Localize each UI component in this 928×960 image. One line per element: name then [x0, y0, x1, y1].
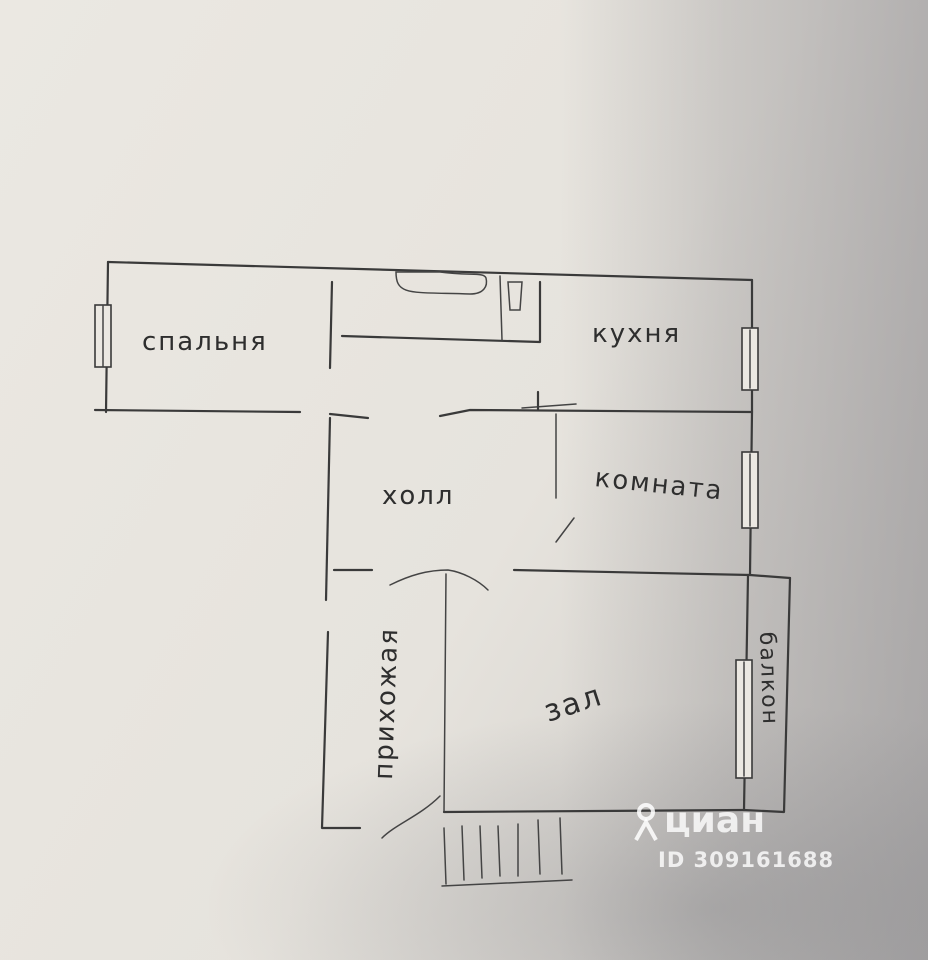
outer-wall-top — [106, 260, 754, 282]
hallway-label: прихожая — [369, 627, 404, 781]
stairs-icon — [441, 817, 573, 887]
hallway-door-arc — [389, 569, 489, 591]
hall-label: холл — [382, 481, 455, 511]
top-row-bottom-wall-left — [93, 408, 302, 414]
toilet-icon — [507, 281, 523, 311]
kitchen-label: кухня — [592, 319, 681, 349]
balcony-outline — [742, 576, 792, 814]
bathroom-wall — [340, 280, 542, 344]
hallway-right-wall — [443, 573, 447, 813]
top-row-bottom-wall-door-left — [328, 412, 370, 420]
bathtub-icon — [395, 271, 488, 295]
photo-shadow-bottom — [200, 700, 928, 960]
watermark-id: ID 309161688 — [658, 848, 835, 872]
room-label: комната — [593, 463, 725, 506]
zal-bottom-wall — [442, 808, 746, 814]
bedroom-label: спальня — [142, 327, 268, 357]
room-door — [555, 517, 575, 543]
hall-bottom-wall-right — [512, 568, 792, 580]
toilet-partition — [499, 275, 503, 341]
kitchen-door — [521, 403, 577, 409]
hallway-left-wall — [320, 630, 362, 830]
watermark-brand: циан — [664, 800, 766, 841]
living-room-label: зал — [540, 678, 607, 730]
watermark: циан ID 309161688 — [630, 800, 860, 890]
entrance-door — [381, 795, 441, 839]
balcony-label: балкон — [754, 631, 782, 726]
hall-left-wall — [324, 416, 332, 602]
top-row-bottom-wall-right — [438, 408, 754, 418]
bedroom-bath-wall — [328, 280, 334, 370]
map-pin-icon — [634, 803, 658, 841]
